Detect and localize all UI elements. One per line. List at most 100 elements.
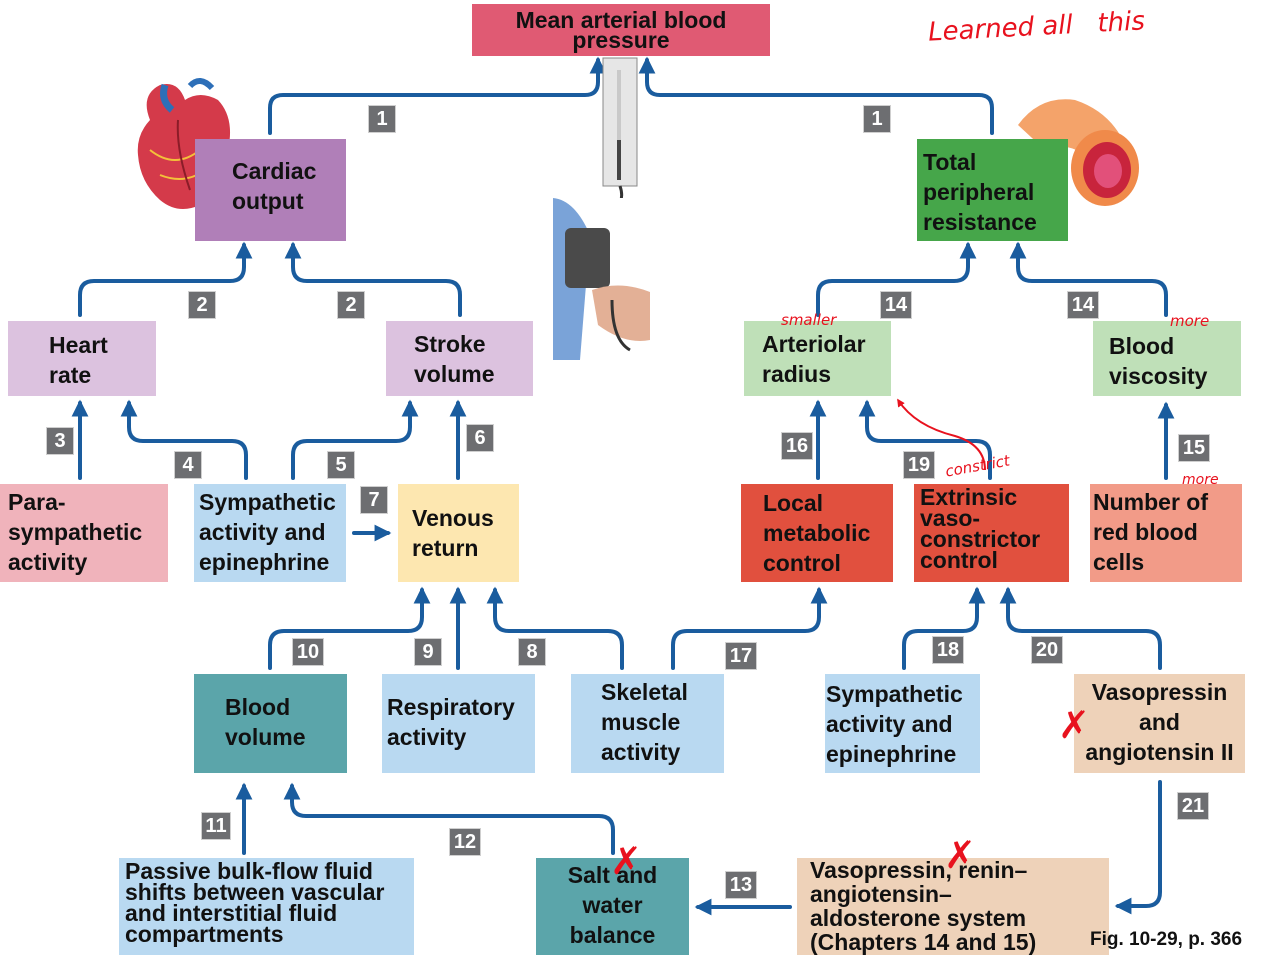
salt-water-balance-box: Salt and water balance [536,858,689,955]
map-title-line2: pressure [572,27,670,53]
badge-11: 11 [201,812,231,840]
rbc-line3: cells [1093,549,1145,575]
blood-viscosity-box: Blood viscosity [1093,321,1241,396]
badge-3: 3 [46,427,74,455]
badge-14-right: 14 [1067,291,1099,319]
sympathetic-activity-box-right: Sympathetic activity and epinephrine [825,674,980,773]
sympathetic-left-line1: Sympathetic [199,489,336,515]
salt-water-line3: balance [569,922,656,948]
extrinsic-vasoconstrictor-control-box: Extrinsic vaso- constrictor control [914,484,1069,582]
venous-return-line2: return [412,535,479,561]
arrow-viscosity-to-tpr [1009,241,1168,317]
heart-rate-line1: Heart [49,332,108,358]
badge-6: 6 [466,424,494,452]
badge-17: 17 [725,642,757,670]
figure-caption: Fig. 10-29, p. 366 [1090,929,1243,950]
stroke-volume-box: Stroke volume [386,321,533,396]
badge-18: 18 [932,636,964,664]
badge-19: 19 [903,451,935,479]
cardiac-output-box: Cardiac output [195,139,346,241]
heart-rate-line2: rate [49,362,92,388]
blood-viscosity-line1: Blood [1109,333,1175,359]
badge-13: 13 [725,871,757,899]
vasopressin-angiotensin-box: Vasopressin and angiotensin II [1074,674,1245,773]
badge-12: 12 [449,828,481,856]
tpr-line1: Total [923,149,977,175]
sphygmomanometer-illustration [553,57,651,360]
respiratory-line1: Respiratory [387,694,515,720]
arteriolar-radius-line2: radius [762,361,832,387]
cardiac-output-line2: output [232,188,304,214]
badge-20: 20 [1031,636,1063,664]
arrow-skeletal-to-local [671,586,828,670]
badge-1-right: 1 [863,105,891,133]
x-mark-salt: ✗ [610,839,642,883]
mean-arterial-pressure-box: Mean arterial blood pressure [472,4,770,56]
rbc-line1: Number of [1093,489,1208,515]
arrow-symp-to-sv [291,399,419,480]
arrow-bv-to-vr [268,586,431,670]
passive-line1: Passive bulk-flow fluid [125,858,373,884]
respiratory-activity-box: Respiratory activity [382,674,535,773]
badge-2-left: 2 [188,291,216,319]
respiratory-line2: activity [387,724,467,750]
arrow-co-to-map [268,56,607,135]
annotation-more-rbc: more [1182,472,1219,488]
arrow-hr-to-co [78,241,253,317]
x-mark-vasopressin: ✗ [1058,703,1090,747]
badge-10: 10 [292,638,324,666]
x-mark-raas: ✗ [944,833,976,877]
stroke-volume-line2: volume [414,361,495,387]
map-title-line1: Mean arterial blood [515,7,727,33]
badge-14-left: 14 [880,291,912,319]
arrow-sv-to-co [284,241,462,317]
raas-line2: angiotensin– [810,881,952,907]
badge-9: 9 [414,638,442,666]
heart-rate-box: Heart rate [8,321,156,396]
passive-line4: compartments [125,921,284,947]
parasympathetic-activity-box: Para- sympathetic activity [0,484,168,582]
sympathetic-left-line2: activity and [199,519,326,545]
sympathetic-right-line2: activity and [826,711,953,737]
raas-box: Vasopressin, renin– angiotensin– aldoste… [797,858,1109,955]
arrow-symp-to-hr [120,399,248,480]
vasopressin-ang-line3: angiotensin II [1085,739,1234,765]
arrow-vaso-to-extrinsic [999,586,1162,670]
salt-water-line2: water [582,892,643,918]
local-metabolic-control-box: Local metabolic control [741,484,893,582]
arrow-salt-to-bv [283,782,615,855]
arrow-extrinsic-to-radius [858,399,992,480]
parasympathetic-line1: Para- [8,489,66,515]
blood-volume-line1: Blood [225,694,291,720]
passive-line3: and interstitial fluid [125,900,338,926]
skeletal-muscle-activity-box: Skeletal muscle activity [571,674,724,773]
local-metabolic-line3: control [763,550,841,576]
parasympathetic-line3: activity [8,549,88,575]
blood-volume-line2: volume [225,724,306,750]
skeletal-line3: activity [601,739,681,765]
arrow-vaso-to-raas [1114,780,1162,915]
passive-bulk-flow-box: Passive bulk-flow fluid shifts between v… [119,858,414,955]
vasopressin-ang-line1: Vasopressin [1091,679,1228,705]
arrow-skeletal-to-vr [486,586,624,670]
raas-line4: (Chapters 14 and 15) [810,929,1037,955]
stroke-volume-line1: Stroke [414,331,486,357]
arteriolar-radius-line1: Arteriolar [762,331,866,357]
local-metabolic-line2: metabolic [763,520,871,546]
skeletal-line2: muscle [601,709,681,735]
arrow-radius-to-tpr [816,241,977,317]
venous-return-box: Venous return [398,484,519,582]
badge-5: 5 [327,451,355,479]
badge-21: 21 [1177,792,1209,820]
extrinsic-line3: constrictor [920,526,1041,552]
venous-return-line1: Venous [412,505,494,531]
skeletal-line1: Skeletal [601,679,688,705]
sympathetic-right-line3: epinephrine [826,741,957,767]
annotation-more-viscosity: more [1170,312,1210,330]
handwritten-arrow [897,398,986,471]
sympathetic-left-line3: epinephrine [199,549,330,575]
badge-7: 7 [360,486,388,514]
sympathetic-activity-box-left: Sympathetic activity and epinephrine [194,484,346,582]
